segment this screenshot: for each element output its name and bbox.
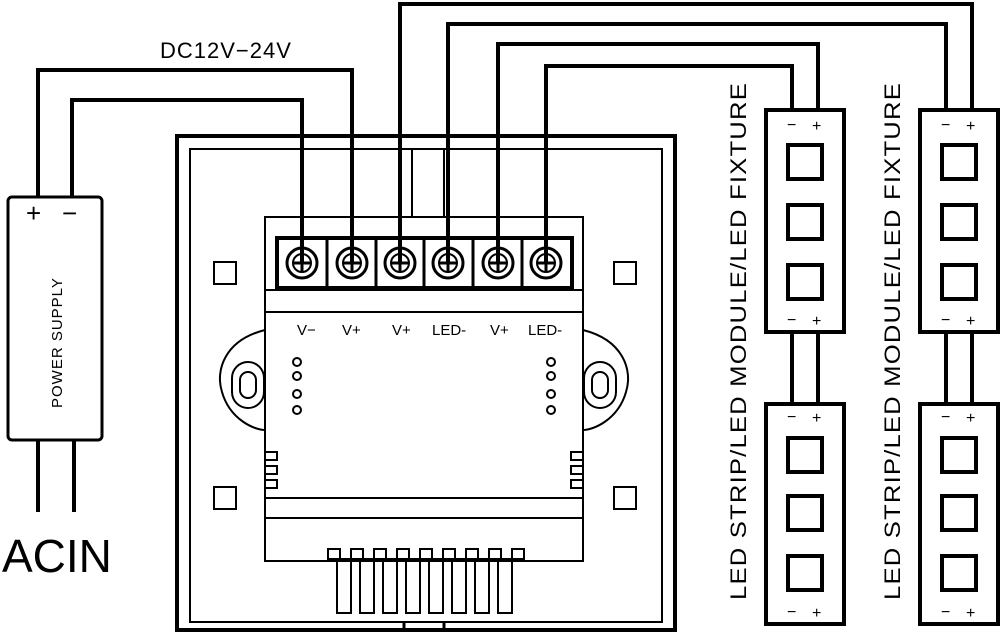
fixture-1-module-lower (764, 402, 846, 626)
mount-square-tr (613, 261, 637, 285)
svg-text:+: + (812, 410, 821, 427)
led-chip (786, 554, 824, 592)
acin-label: ACIN (2, 530, 112, 582)
fixture-1-module-upper (764, 108, 846, 334)
svg-text:+: + (812, 605, 821, 622)
led-chip (940, 263, 978, 301)
led-fixture-2: LED STRIP/LED MODULE/LED FIXTURE − + − +… (880, 82, 1000, 626)
power-supply-plus-sign: + (26, 198, 41, 228)
led-chip (786, 143, 824, 181)
mount-square-br (613, 486, 637, 510)
svg-text:−: − (787, 409, 796, 426)
terminal-screw-6 (529, 246, 563, 280)
led-chip (940, 554, 978, 592)
terminal-screw-4 (431, 246, 465, 280)
terminal-block (275, 236, 574, 290)
led-chip (786, 494, 824, 532)
led-chip (940, 494, 978, 532)
terminal-labels: V− V+ V+ LED- V+ LED- (297, 322, 562, 339)
mount-lug-right (582, 329, 630, 431)
power-supply-label: POWER SUPPLY (49, 277, 66, 408)
svg-text:+: + (966, 605, 975, 622)
mount-square-tl (213, 261, 237, 285)
svg-text:−: − (941, 117, 950, 134)
wire-vplus-fixture1-plus (496, 42, 820, 262)
terminal-label-1: V− (297, 322, 316, 339)
svg-text:+: + (966, 410, 975, 427)
fixture-1-label: LED STRIP/LED MODULE/LED FIXTURE (726, 82, 751, 600)
svg-text:−: − (941, 409, 950, 426)
svg-text:+: + (812, 118, 821, 135)
led-chip (786, 436, 824, 474)
power-supply-minus-sign: − (62, 198, 77, 228)
fixture-2-module-lower (918, 402, 1000, 626)
mount-square-bl (213, 486, 237, 510)
wire-ledminus-fixture1-minus (544, 64, 794, 262)
controller-outer-frame (175, 134, 677, 632)
svg-text:+: + (966, 313, 975, 330)
terminal-label-5: V+ (490, 322, 509, 339)
terminal-label-4: LED- (432, 322, 466, 339)
wire-supply-plus (36, 68, 354, 262)
fixture-2-label: LED STRIP/LED MODULE/LED FIXTURE (880, 82, 905, 600)
wire-supply-minus (70, 98, 304, 262)
svg-text:+: + (966, 118, 975, 135)
bottom-pins (327, 548, 525, 614)
wire-vplus-fixture2-plus (398, 2, 974, 262)
terminal-screw-2 (335, 246, 369, 280)
wires (36, 2, 974, 512)
svg-text:−: − (787, 117, 796, 134)
svg-text:−: − (787, 604, 796, 621)
led-chip (786, 203, 824, 241)
terminal-label-3: V+ (392, 322, 411, 339)
svg-text:−: − (941, 604, 950, 621)
wire-ledminus-fixture2-minus (446, 22, 948, 262)
led-chip (786, 263, 824, 301)
terminal-screw-5 (481, 246, 515, 280)
terminal-label-6: LED- (528, 322, 562, 339)
svg-text:−: − (787, 312, 796, 329)
terminal-label-2: V+ (342, 322, 361, 339)
svg-text:−: − (941, 312, 950, 329)
terminal-screw-3 (383, 246, 417, 280)
led-chip (940, 143, 978, 181)
fixture-2-module-upper (918, 108, 1000, 334)
supply-voltage-label: DC12V−24V (160, 38, 292, 63)
terminal-screws (285, 246, 563, 280)
led-fixture-1: LED STRIP/LED MODULE/LED FIXTURE − + − +… (726, 82, 846, 626)
power-supply: + − POWER SUPPLY (6, 195, 104, 442)
terminal-screw-1 (285, 246, 319, 280)
controller: V− V+ V+ LED- V+ LED- (175, 134, 677, 632)
svg-text:+: + (812, 313, 821, 330)
controller-top-tab (411, 148, 445, 218)
led-chip (940, 436, 978, 474)
side-clips (264, 357, 584, 489)
led-chip (940, 203, 978, 241)
mount-lug-left (218, 329, 266, 431)
